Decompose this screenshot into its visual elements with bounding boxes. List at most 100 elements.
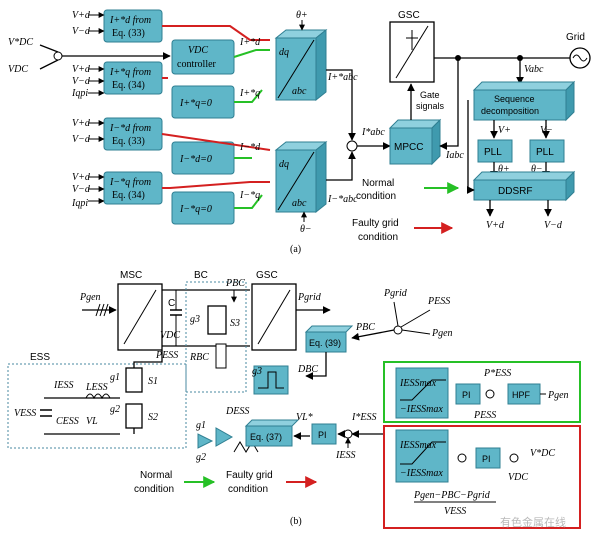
svg-text:I−*d from: I−*d from — [109, 123, 151, 134]
sum-junction-iabc — [346, 140, 358, 152]
svg-text:PI: PI — [482, 454, 491, 464]
block-sequence-decomposition: Sequence decomposition — [472, 80, 576, 122]
svg-text:I−*d=0: I−*d=0 — [179, 154, 212, 165]
dq-abc-block-pos: dq abc — [274, 28, 328, 102]
block-pi-3: PI — [475, 447, 501, 469]
v-dc-label: VDC — [160, 330, 180, 341]
caption-a: (a) — [290, 244, 301, 255]
theta-neg-pll: θ− — [531, 164, 543, 175]
switch-s2 — [125, 403, 143, 429]
legend-normal-b-2: condition — [134, 484, 174, 495]
vl-ref-label: VL* — [296, 412, 313, 423]
s2-label: S2 — [148, 412, 158, 423]
vdc-ref-label-b: V*DC — [530, 448, 555, 459]
block-id0-neg: I−*d=0 — [171, 141, 235, 175]
msc-label: MSC — [120, 270, 142, 281]
gsc-converter-a — [389, 21, 435, 83]
iabc-ref-signal: I*abc — [361, 127, 385, 138]
pess-ref-label: P*ESS — [483, 368, 511, 379]
iabc-neg-signal: I−*abc — [327, 194, 358, 205]
svg-text:MPCC: MPCC — [394, 142, 423, 153]
sum-junction-pbc — [393, 325, 403, 335]
svg-text:DDSRF: DDSRF — [498, 186, 532, 197]
svg-text:PLL: PLL — [484, 147, 502, 158]
svg-text:−IESSmax: −IESSmax — [400, 468, 443, 479]
saturation-block-normal: IESSmax −IESSmax — [395, 367, 449, 419]
vd-neg-label: V−d — [72, 26, 91, 37]
s1-label: S1 — [148, 376, 158, 387]
panel-b: MSC Pgen C VDC BC PBC g3 S3 RBC GSC Pgri… — [7, 270, 581, 529]
legend-normal-a-1: Normal — [362, 178, 394, 189]
gate-signals-label-2: signals — [416, 101, 445, 111]
iqpi-label-2: Iqpi — [71, 198, 88, 209]
p-ess-label: PESS — [427, 296, 450, 307]
svg-text:I−*q=0: I−*q=0 — [179, 204, 212, 215]
p-grid-label: Pgrid — [297, 292, 322, 303]
g2-label: g2 — [110, 404, 120, 415]
svg-text:abc: abc — [292, 86, 307, 97]
vd-neg-label-3: V−d — [72, 134, 91, 145]
formula-numerator: Pgen−PBC−Pgrid — [413, 490, 491, 501]
panel-a: V*DC VDC I+*d from Eq. (33) I+*q from Eq… — [8, 9, 591, 255]
svg-text:dq: dq — [279, 159, 289, 170]
block-pll-pos: PLL — [477, 139, 513, 163]
theta-pos-label: θ+ — [296, 10, 308, 21]
dq-abc-block-neg: dq abc — [274, 140, 328, 214]
vd-neg-label-4: V−d — [72, 184, 91, 195]
ess-dotted-box — [7, 363, 187, 449]
p-grid-label-2: Pgrid — [383, 288, 408, 299]
p-ess-label-3: PESS — [473, 410, 496, 421]
g1-label: g1 — [110, 372, 120, 383]
gsc-label-a: GSC — [398, 10, 420, 21]
sum-junction-fault — [457, 453, 467, 463]
svg-text:I−*q from: I−*q from — [109, 177, 151, 188]
g3-label-2: g3 — [252, 366, 262, 377]
svg-text:dq: dq — [279, 47, 289, 58]
vd-pos-label-4: V+d — [72, 172, 91, 183]
iq-pos-signal: I+*q — [239, 88, 260, 99]
svg-text:I+*d from: I+*d from — [109, 15, 151, 26]
gsc-label-b: GSC — [256, 270, 278, 281]
block-iq0-pos: I+*q=0 — [171, 85, 235, 119]
c-label: C — [168, 298, 175, 309]
sum-junction-vdc — [53, 51, 63, 61]
svg-text:Eq. (34): Eq. (34) — [112, 190, 145, 201]
iqpi-label: Iqpi — [71, 88, 88, 99]
c-ess-label: CESS — [56, 416, 79, 427]
svg-text:VDC: VDC — [188, 45, 208, 56]
id-pos-signal: I+*d — [239, 37, 261, 48]
p-bc-label: PBC — [355, 322, 375, 333]
p-gen-label: Pgen — [79, 292, 101, 303]
svg-text:PLL: PLL — [536, 147, 554, 158]
fault-condition-box — [383, 425, 581, 529]
legend-fault-b-2: condition — [228, 484, 268, 495]
sum-junction-pess — [485, 389, 495, 399]
svg-text:Eq. (39): Eq. (39) — [309, 338, 341, 348]
i-ess-label-2: IESS — [335, 450, 355, 461]
v-pos-label: V+ — [498, 125, 511, 136]
iess-ref-label: I*ESS — [351, 412, 376, 423]
sum-junction-vdc-b — [509, 453, 519, 463]
svg-text:Eq. (33): Eq. (33) — [112, 28, 145, 39]
vdc-ref-label: V*DC — [8, 37, 33, 48]
caption-b: (b) — [290, 516, 302, 527]
iabc-signal: Iabc — [445, 150, 464, 161]
block-pi-2: PI — [455, 383, 481, 405]
svg-text:IESSmax: IESSmax — [399, 440, 437, 451]
d-ess-label: DESS — [225, 406, 249, 417]
block-iq0-neg: I−*q=0 — [171, 191, 235, 225]
v-l-label: VL — [86, 416, 98, 427]
block-ddsrf: DDSRF — [472, 170, 576, 202]
s3-label: S3 — [230, 318, 240, 329]
block-vdc-controller: VDC controller — [171, 39, 235, 75]
vdc-label: VDC — [8, 64, 28, 75]
iq-neg-signal: I−*q — [239, 190, 260, 201]
g2-label-2: g2 — [196, 452, 206, 463]
block-eq39: Eq. (39) — [304, 325, 354, 353]
gate-signals-label-1: Gate — [420, 90, 440, 100]
legend-normal-b-1: Normal — [140, 470, 172, 481]
vdc-label-b: VDC — [508, 472, 528, 483]
g3-label: g3 — [190, 314, 200, 325]
svg-text:abc: abc — [292, 198, 307, 209]
svg-text:Sequence: Sequence — [494, 94, 535, 104]
